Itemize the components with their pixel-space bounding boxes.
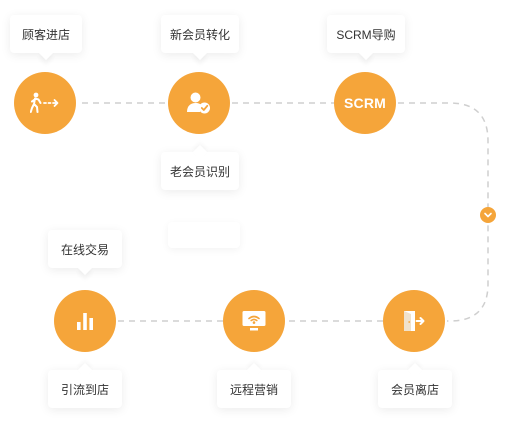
- node-remote-marketing[interactable]: [223, 290, 285, 352]
- node-member-exit[interactable]: [383, 290, 445, 352]
- label-card-remote-marketing: 远程营销: [217, 370, 291, 408]
- chevron-down-icon: [484, 212, 492, 218]
- label-card-new-member: 新会员转化: [161, 15, 239, 53]
- label-returning-member: 老会员识别: [169, 164, 230, 179]
- label-online-transaction: 在线交易: [60, 242, 109, 257]
- label-card-traffic-to-store: 引流到店: [48, 370, 122, 408]
- scrm-node-text: SCRM: [343, 95, 387, 111]
- label-customer-entry: 顾客进店: [21, 27, 70, 42]
- label-card-online-transaction: 在线交易: [48, 230, 122, 268]
- walk-in-arrow-icon: [30, 92, 59, 113]
- node-traffic-to-store[interactable]: [54, 290, 116, 352]
- label-card-returning-member: 老会员识别: [161, 152, 239, 190]
- faded-card-placeholder: [168, 222, 240, 248]
- node-scrm-guide[interactable]: SCRM: [334, 72, 396, 134]
- label-member-exit: 会员离店: [390, 382, 439, 397]
- node-customer-entry[interactable]: [14, 72, 76, 134]
- label-card-scrm-guide: SCRM导购: [327, 15, 405, 53]
- bar-chart-icon: [77, 313, 93, 330]
- node-new-member[interactable]: [168, 72, 230, 134]
- connector-loop: [398, 102, 489, 322]
- label-remote-marketing: 远程营销: [229, 382, 278, 397]
- connector-chevron-badge: [480, 207, 496, 223]
- monitor-wifi-icon: [242, 311, 266, 331]
- label-new-member: 新会员转化: [169, 27, 230, 42]
- user-check-icon: [187, 92, 210, 114]
- label-card-customer-entry: 顾客进店: [10, 15, 82, 53]
- label-card-member-exit: 会员离店: [378, 370, 452, 408]
- label-scrm-guide: SCRM导购: [336, 27, 396, 42]
- door-exit-icon: [404, 311, 425, 331]
- label-traffic-to-store: 引流到店: [60, 382, 109, 397]
